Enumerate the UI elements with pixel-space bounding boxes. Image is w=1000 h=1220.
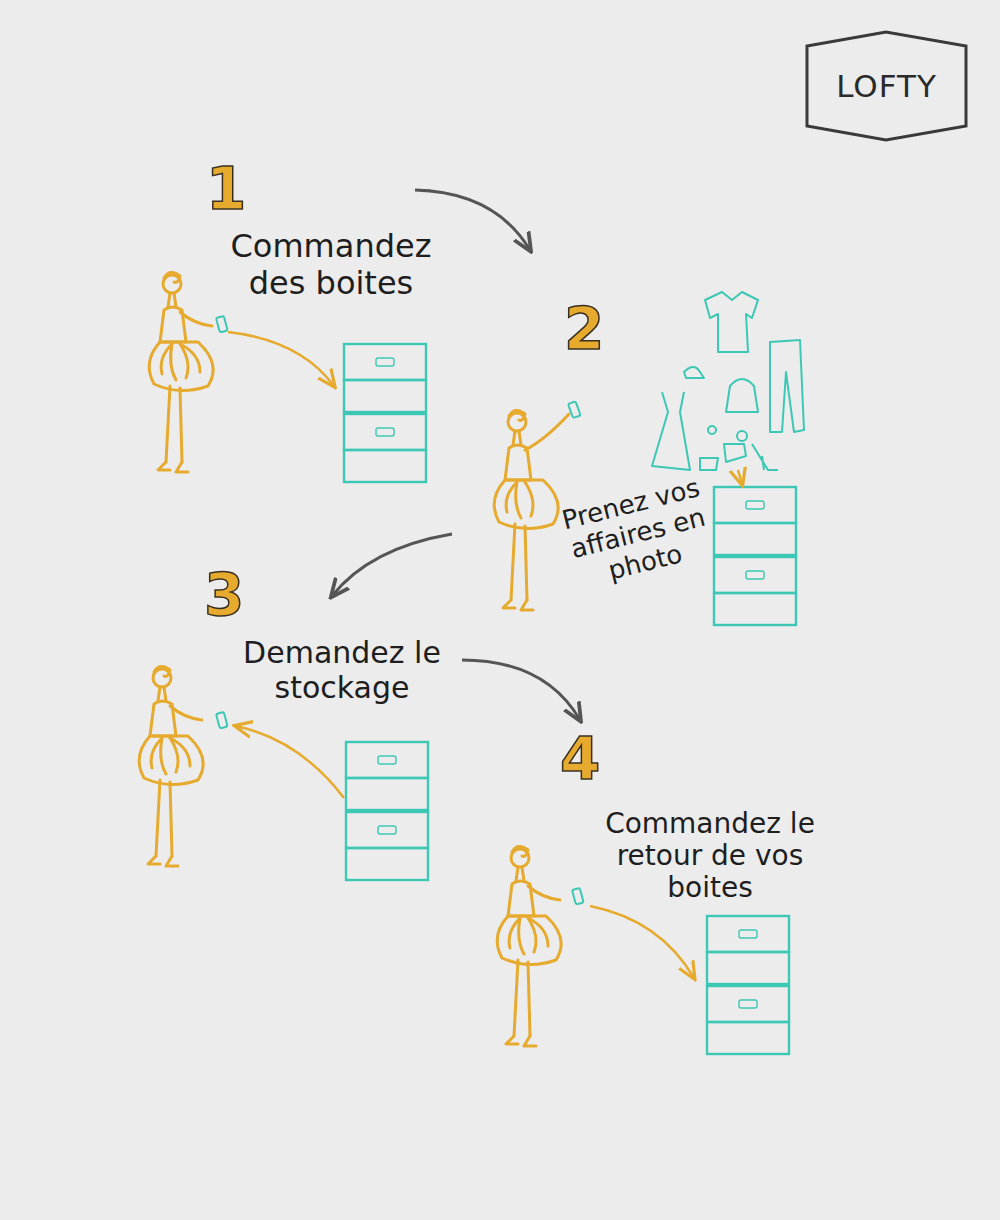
- action-arrow: [590, 906, 694, 978]
- woman-figure: [149, 272, 213, 472]
- logo-text: LOFTY: [836, 68, 937, 104]
- box-stack: [346, 742, 428, 880]
- step-caption: Prenez vos affaires en photo: [540, 468, 736, 599]
- hexagon-shape: [807, 32, 966, 140]
- phone-icon: [216, 316, 228, 333]
- step-number: 4: [560, 730, 630, 788]
- step-caption: Commandez le retour de vos boites: [596, 808, 824, 905]
- step-caption: Commandez des boites: [206, 228, 456, 302]
- step-arrow: [332, 534, 452, 596]
- woman-figure: [494, 410, 569, 610]
- step-number: 3: [204, 566, 274, 624]
- action-arrow: [236, 726, 344, 798]
- step-number: 2: [564, 300, 634, 358]
- step-arrow: [415, 190, 530, 250]
- woman-figure: [139, 666, 203, 866]
- phone-icon: [572, 888, 584, 905]
- box-stack: [344, 344, 426, 482]
- phone-icon: [216, 712, 228, 729]
- phone-icon: [568, 401, 581, 418]
- logo-hexagon: LOFTY: [805, 30, 968, 142]
- step-arrow: [462, 660, 580, 720]
- step-number: 1: [206, 160, 276, 218]
- woman-figure: [497, 846, 561, 1046]
- clothing-icons: [652, 292, 804, 470]
- action-arrow: [228, 332, 334, 386]
- box-stack: [714, 487, 796, 625]
- step-caption: Demandez le stockage: [236, 636, 448, 705]
- drop-arrow: [738, 470, 742, 484]
- box-stack: [707, 916, 789, 1054]
